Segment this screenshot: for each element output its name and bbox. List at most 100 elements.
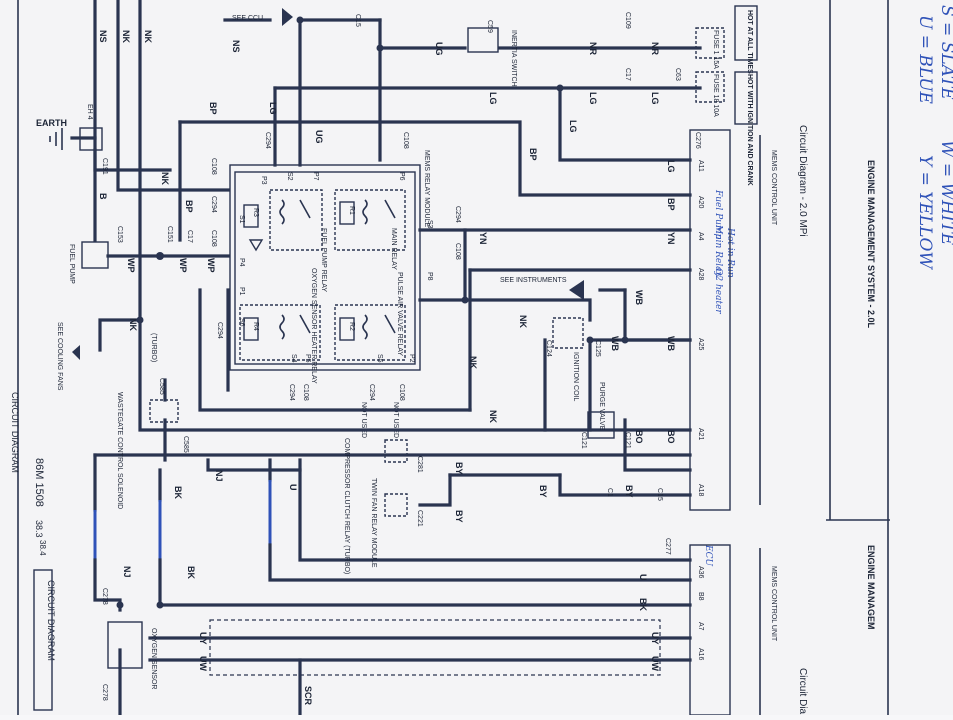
svg-text:P5: P5 bbox=[304, 354, 311, 363]
svg-text:LG: LG bbox=[568, 120, 578, 133]
connector-c585b: C585 bbox=[182, 436, 189, 453]
connector-c221: C221 bbox=[416, 510, 423, 527]
ignition-coil-label: IGNITION COIL bbox=[572, 352, 579, 402]
svg-text:BP: BP bbox=[208, 102, 218, 115]
svg-text:Y = YELLOW: Y = YELLOW bbox=[915, 155, 935, 270]
footer-circuit-diagram-2: CIRCUIT DIAGRAM bbox=[46, 580, 56, 661]
footer-box bbox=[33, 569, 53, 711]
svg-text:BO: BO bbox=[666, 430, 676, 444]
svg-text:C108: C108 bbox=[302, 384, 309, 401]
see-cooling-fans-arrow bbox=[72, 345, 80, 360]
svg-text:C294: C294 bbox=[368, 384, 375, 401]
fuse-1-label: FUSE 1 15A bbox=[712, 30, 719, 69]
relay-connector-labels: C108 C294 C108 C294 C108 C294 C108 C294 … bbox=[210, 132, 461, 401]
svg-text:NS: NS bbox=[98, 30, 108, 43]
svg-text:P8: P8 bbox=[426, 272, 433, 281]
svg-text:A28: A28 bbox=[697, 268, 704, 281]
connector-c278b: C278 bbox=[101, 684, 108, 701]
wiring-middle bbox=[93, 228, 692, 562]
svg-text:C108: C108 bbox=[210, 230, 217, 247]
compressor-clutch-relay bbox=[384, 439, 408, 463]
wire-wp-2: WP bbox=[178, 258, 188, 273]
see-cooling-fans-label: SEE COOLING FANS bbox=[56, 322, 63, 391]
svg-text:NK: NK bbox=[488, 410, 498, 423]
svg-text:A4: A4 bbox=[697, 232, 704, 241]
wire-labels-middle: YN YN BP LG WB WB WB NK NK NK NK BO BO B… bbox=[128, 160, 676, 523]
splice-wp bbox=[156, 252, 164, 260]
svg-text:LG: LG bbox=[650, 92, 660, 105]
svg-text:YN: YN bbox=[666, 232, 676, 245]
svg-text:WB: WB bbox=[610, 336, 620, 351]
svg-text:A16: A16 bbox=[697, 648, 704, 661]
doc-code: 86M 1508 bbox=[33, 458, 45, 507]
svg-text:C294: C294 bbox=[454, 206, 461, 223]
svg-text:NK: NK bbox=[518, 315, 528, 328]
resistor-r2: R2 bbox=[348, 322, 355, 331]
purge-valve bbox=[587, 411, 615, 439]
purge-valve-label: PURGE VALVE bbox=[598, 382, 605, 431]
see-instruments-label: SEE INSTRUMENTS bbox=[500, 277, 567, 284]
svg-text:P1: P1 bbox=[238, 287, 245, 296]
svg-text:C294: C294 bbox=[210, 196, 217, 213]
hot-all-times-box bbox=[734, 5, 758, 61]
svg-text:W = WHITE: W = WHITE bbox=[937, 140, 953, 246]
page-subtitle-partial: Circuit Dia bbox=[797, 668, 808, 715]
mems-control-unit-2-label: MEMS CONTROL UNIT bbox=[770, 566, 777, 642]
purge-air-relay-label: PULSE AIR VALVE RELAY bbox=[396, 272, 403, 356]
svg-text:UG: UG bbox=[314, 130, 324, 144]
page-title-partial: ENGINE MANAGEM bbox=[866, 545, 876, 630]
page-title: ENGINE MANAGEMENT SYSTEM - 2.0L bbox=[866, 160, 876, 329]
svg-text:NK: NK bbox=[143, 30, 153, 43]
resistor-r1: R1 bbox=[348, 206, 355, 215]
oxygen-heater-relay bbox=[239, 304, 321, 361]
wire-wp-1: WP bbox=[126, 258, 136, 273]
mems-relay-module-label: MEMS RELAY MODULE bbox=[423, 150, 430, 227]
connector-c278a: C278 bbox=[101, 588, 108, 605]
svg-text:UG: UG bbox=[434, 42, 444, 56]
connector-c121b: C121 bbox=[624, 432, 631, 449]
wire-labels-lower: NJ BK U BK UY UW UY UW SCR bbox=[122, 566, 660, 706]
svg-text:S5: S5 bbox=[376, 354, 383, 363]
connector-c153: C153 bbox=[116, 226, 123, 243]
svg-text:LG: LG bbox=[488, 92, 498, 105]
see-ccu-arrow bbox=[282, 8, 293, 26]
svg-text:S6: S6 bbox=[238, 318, 245, 327]
mems-control-unit-label: MEMS CONTROL UNIT bbox=[770, 150, 777, 226]
connector-c15: C15 bbox=[354, 14, 361, 27]
twin-fan-relay bbox=[384, 493, 408, 517]
fuse-18-label: FUSE 18 10A bbox=[712, 74, 719, 117]
note-main-relay: Main Relay bbox=[713, 224, 723, 277]
svg-text:U: U bbox=[638, 574, 648, 581]
svg-text:B8: B8 bbox=[697, 592, 704, 601]
shielded-cable-box bbox=[209, 619, 661, 676]
footer-circuit-diagram: CIRCUIT DIAGRAM bbox=[10, 392, 20, 473]
svg-text:A36: A36 bbox=[697, 566, 704, 579]
svg-text:P4: P4 bbox=[238, 258, 245, 267]
svg-text:UY: UY bbox=[650, 632, 660, 645]
fuel-pump-relay-label: FUEL PUMP RELAY bbox=[320, 228, 327, 292]
svg-text:P6: P6 bbox=[398, 172, 405, 181]
svg-text:S3: S3 bbox=[426, 220, 433, 229]
svg-text:U: U bbox=[288, 484, 298, 491]
connector-c277: C277 bbox=[664, 538, 671, 555]
svg-text:S2: S2 bbox=[286, 172, 293, 181]
svg-text:S1: S1 bbox=[238, 215, 245, 224]
see-instruments-arrow bbox=[569, 280, 584, 300]
compressor-clutch-label: COMPRESSOR CLUTCH RELAY (TURBO) bbox=[343, 438, 350, 574]
hot-ignition-label: HOT WITH IGNITION AND CRANK bbox=[746, 74, 753, 186]
svg-text:BY: BY bbox=[454, 462, 464, 475]
wire-wp-3: WP bbox=[206, 258, 216, 273]
svg-text:A20: A20 bbox=[697, 196, 704, 209]
svg-text:P7: P7 bbox=[312, 172, 319, 181]
connector-c281: C281 bbox=[416, 456, 423, 473]
wire-b: B bbox=[98, 193, 108, 200]
see-ccu-label: SEE CCU bbox=[232, 15, 263, 22]
svg-text:P2: P2 bbox=[408, 354, 415, 363]
mems-relay-module bbox=[229, 164, 421, 371]
note-fuel-pump: Fuel Pump bbox=[713, 189, 723, 239]
svg-text:S4: S4 bbox=[290, 354, 297, 363]
svg-text:UW: UW bbox=[650, 656, 660, 671]
turbo-label: (TURBO) bbox=[150, 333, 157, 362]
svg-text:NK: NK bbox=[128, 318, 138, 331]
svg-text:BY: BY bbox=[624, 485, 634, 498]
